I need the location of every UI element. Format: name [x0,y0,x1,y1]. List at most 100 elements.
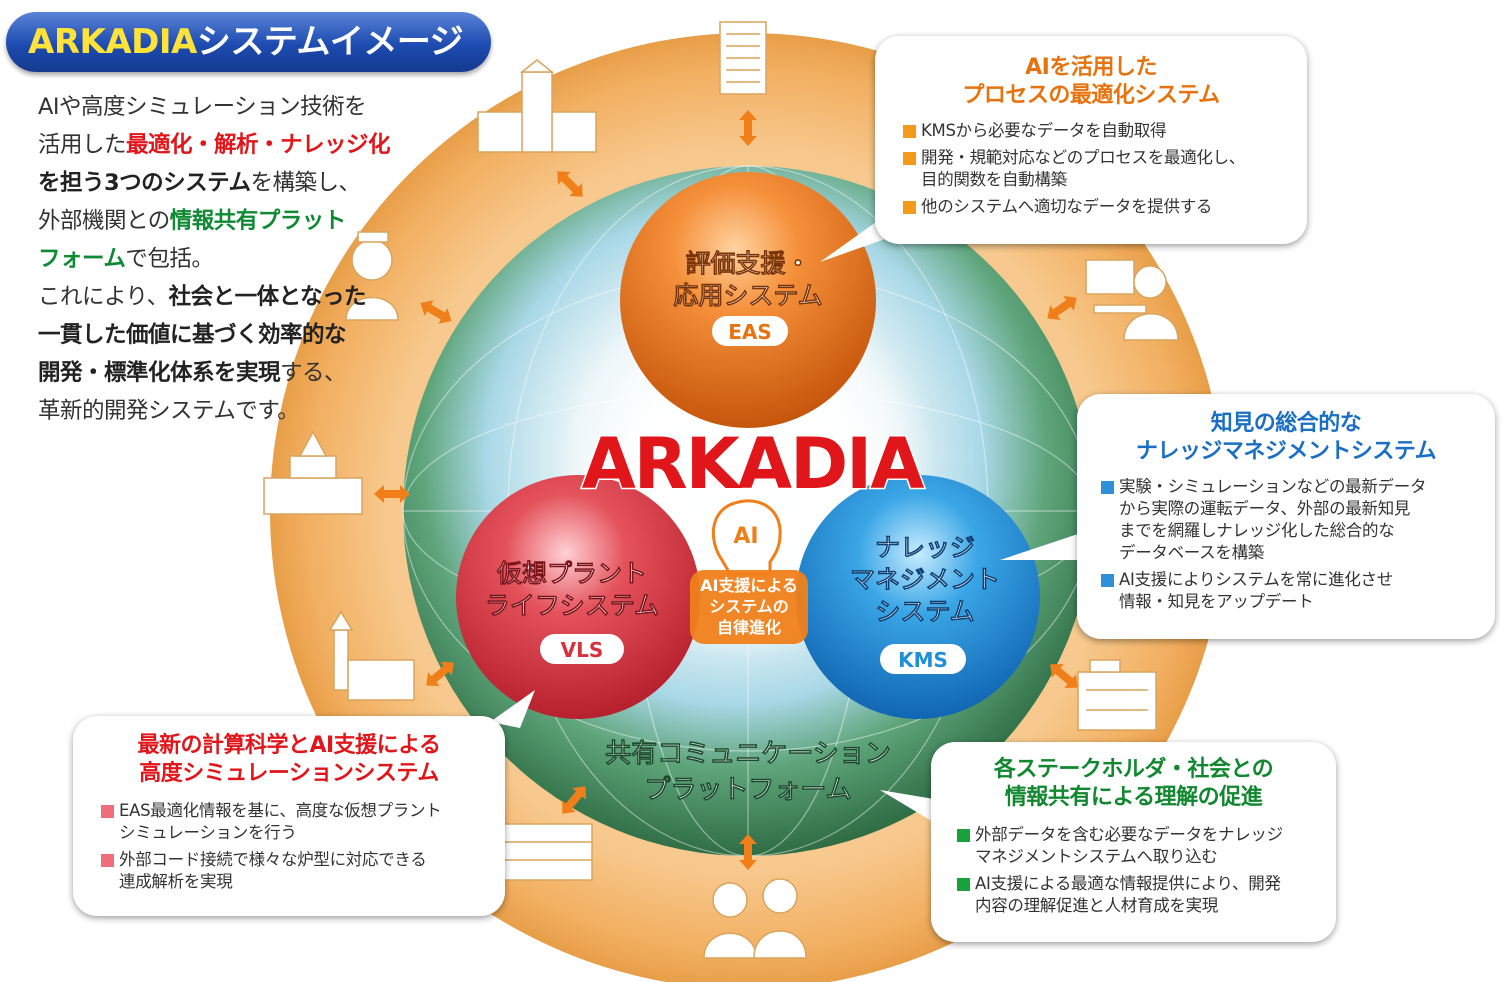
eas-abbr: EAS [728,320,772,344]
intro-highlight-bold: を担う3つのシステム [38,170,251,196]
eas-sphere [620,172,876,428]
ai-caption-line2: システムの [709,597,789,616]
intro-line: AIや高度シミュレーション技術を [38,94,367,120]
bullet-text: から実際の運転データ、外部の最新知見 [1119,499,1411,518]
page-title: ARKADIAシステムイメージ [6,12,491,72]
people-icon [703,878,807,959]
callout-heading-line: 情報共有による理解の促進 [1004,785,1263,810]
vls-callout-heading: 最新の計算科学とAI支援による 高度シミュレーションシステム [73,716,505,788]
intro-line: 活用した最適化・解析・ナレッジ化 [38,126,478,164]
callout-bullet: 外部コード接続で様々な炉型に対応できる 連成解析を実現 [99,849,487,893]
factory-icon [328,610,415,701]
bullet-text: AI支援による最適な情報提供により、開発 [975,874,1281,893]
bullet-square-icon [101,854,114,867]
kms-name-line3: システム [875,597,974,626]
share-callout: 各ステークホルダ・社会との 情報共有による理解の促進 外部データを含む必要なデー… [931,742,1336,942]
bullet-text: 連成解析を実現 [119,872,233,891]
intro-fragment: これにより、 [38,284,169,310]
bullet-text: マネジメントシステムへ取り込む [975,847,1218,866]
intro-highlight-green: フォーム [38,246,126,272]
bullet-text: 内容の理解促進と人材育成を実現 [975,896,1219,915]
kms-sphere [796,475,1040,719]
intro-fragment: を構築し、 [250,170,361,196]
callout-bullet: KMSから必要なデータを自動取得 [901,120,1285,142]
intro-highlight-bold: 社会と一体となった [168,284,367,310]
callout-heading-line: 最新の計算科学とAI支援による [137,733,441,758]
page-title-brand: ARKADIA [28,22,197,62]
vls-callout-tail [490,690,535,728]
bullet-square-icon [903,125,916,138]
bullet-text: AI支援によりシステムを常に進化させ [1119,570,1393,589]
callout-bullet: 開発・規範対応などのプロセスを最適化し、目的関数を自動構築 [901,147,1285,191]
page-title-rest: システムイメージ [196,22,464,62]
vls-callout: 最新の計算科学とAI支援による 高度シミュレーションシステム EAS最適化情報を… [73,716,505,916]
kms-callout-heading: 知見の総合的な ナレッジマネジメントシステム [1077,394,1495,466]
vls-abbr-pill [540,634,624,664]
bullet-text: 外部データを含む必要なデータをナレッジ [975,825,1283,844]
ai-caption-bg [690,570,808,644]
intro-fragment: する、 [280,360,347,386]
ai-caption-line3: 自律進化 [717,618,781,637]
vls-name-line1: 仮想プラント [496,559,647,588]
intro-line: を担う3つのシステムを構築し、 [38,164,478,202]
bullet-text: 他のシステムへ適切なデータを提供する [921,197,1213,216]
kms-abbr-pill [880,644,966,674]
bullet-square-icon [903,152,916,165]
bullet-text: シミュレーションを行う [119,823,297,842]
vls-sphere [456,475,700,719]
intro-line: 一貫した価値に基づく効率的な [38,322,347,348]
callout-bullet: 実験・シミュレーションなどの最新データ から実際の運転データ、外部の最新知見 ま… [1099,476,1477,564]
kms-abbr: KMS [898,648,948,672]
callout-bullet: 他のシステムへ適切なデータを提供する [901,196,1285,218]
vls-abbr: VLS [561,638,604,662]
intro-line: フォームで包括。 [38,240,478,278]
hospital-building-icon [1077,659,1157,731]
intro-fragment: で包括。 [125,246,214,272]
eas-name-line1: 評価支援・ [685,249,810,278]
bullet-text: KMSから必要なデータを自動取得 [921,121,1167,140]
intro-line: 外部機関との情報共有プラット [38,202,478,240]
intro-line: 開発・標準化体系を実現する、 [38,354,478,392]
eas-callout: AIを活用した プロセスの最適化システム KMSから必要なデータを自動取得 開発… [875,36,1307,244]
bullet-text: 目的関数を自動構築 [921,170,1067,189]
callout-heading-line: 各ステークホルダ・社会との [993,757,1274,782]
kms-name-line1: ナレッジ [875,533,975,562]
bullet-text: 開発・規範対応などのプロセスを最適化し、 [921,148,1246,167]
office-building-icon [719,21,767,95]
intro-highlight-bold: 開発・標準化体系を実現 [38,360,281,386]
platform-name-line2: プラットフォーム [644,775,851,805]
bullet-text: 情報・知見をアップデート [1119,592,1314,611]
callout-heading-line: AIを活用した [1025,55,1157,80]
bullet-square-icon [957,829,970,842]
intro-highlight-red: 最適化・解析・ナレッジ化 [126,132,391,158]
arkadia-logo: ARKADIA [582,423,925,505]
intro-text: AIや高度シミュレーション技術を 活用した最適化・解析・ナレッジ化 を担う3つの… [38,88,478,430]
eas-callout-heading: AIを活用した プロセスの最適化システム [875,36,1307,110]
kms-callout-tail [1000,530,1090,560]
bullet-square-icon [1101,481,1114,494]
bullet-square-icon [957,878,970,891]
callout-bullet: AI支援による最適な情報提供により、開発 内容の理解促進と人材育成を実現 [955,873,1320,917]
bullet-square-icon [101,805,114,818]
ai-caption-line1: AI支援による [700,576,798,595]
share-callout-heading: 各ステークホルダ・社会との 情報共有による理解の促進 [931,742,1336,812]
callout-heading-line: プロセスの最適化システム [962,83,1220,108]
intro-fragment: 活用した [38,132,127,158]
intro-line: 革新的開発システムです。 [38,398,300,424]
bullet-square-icon [903,201,916,214]
share-callout-tail [880,790,940,826]
callout-bullet: AI支援によりシステムを常に進化させ 情報・知見をアップデート [1099,569,1477,613]
ai-head-icon [711,499,782,576]
callout-heading-line: 知見の総合的な [1210,411,1362,436]
researcher-icon [345,231,399,321]
callout-heading-line: ナレッジマネジメントシステム [1135,439,1437,464]
eas-name-line2: 応用システム [673,281,822,310]
intro-fragment: 外部機関との [38,208,170,234]
bullet-text: 外部コード接続で様々な炉型に対応できる [119,850,427,869]
eas-abbr-pill [712,316,788,346]
intro-highlight-green: 情報共有プラット [169,208,347,234]
campus-building-icon [503,823,593,881]
vls-name-line2: ライフシステム [485,591,659,620]
